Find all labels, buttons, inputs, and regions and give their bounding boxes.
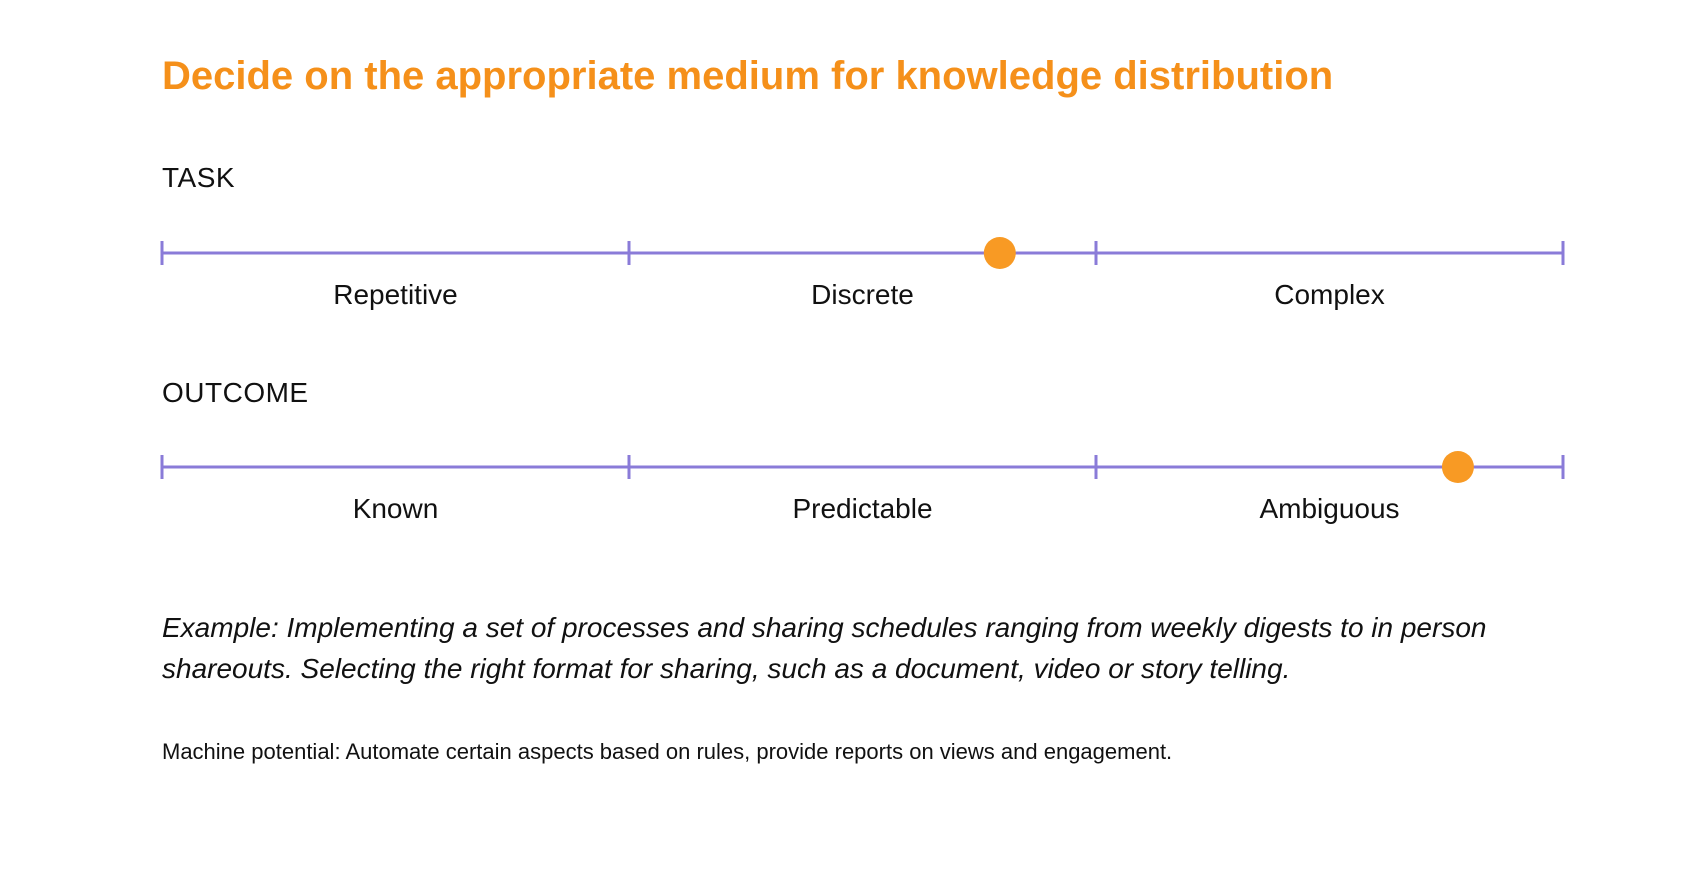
outcome-scale-label: OUTCOME (162, 377, 309, 408)
page-title: Decide on the appropriate medium for kno… (162, 54, 1334, 98)
task-segment-label-complex: Complex (1274, 279, 1385, 310)
outcome-scale-marker (1441, 451, 1474, 483)
machine-potential-text: Machine potential: Automate certain aspe… (162, 739, 1173, 764)
outcome-segment-label-predictable: Predictable (792, 493, 933, 524)
task-scale-marker (983, 237, 1016, 269)
outcome-segment-label-known: Known (352, 493, 439, 524)
task-segment-label-discrete: Discrete (811, 279, 914, 310)
task-scale-label: TASK (162, 162, 236, 193)
outcome-segment-label-ambiguous: Ambiguous (1259, 493, 1400, 524)
example-text: Example: Implementing a set of processes… (162, 612, 1487, 684)
task-segment-label-repetitive: Repetitive (333, 279, 458, 310)
